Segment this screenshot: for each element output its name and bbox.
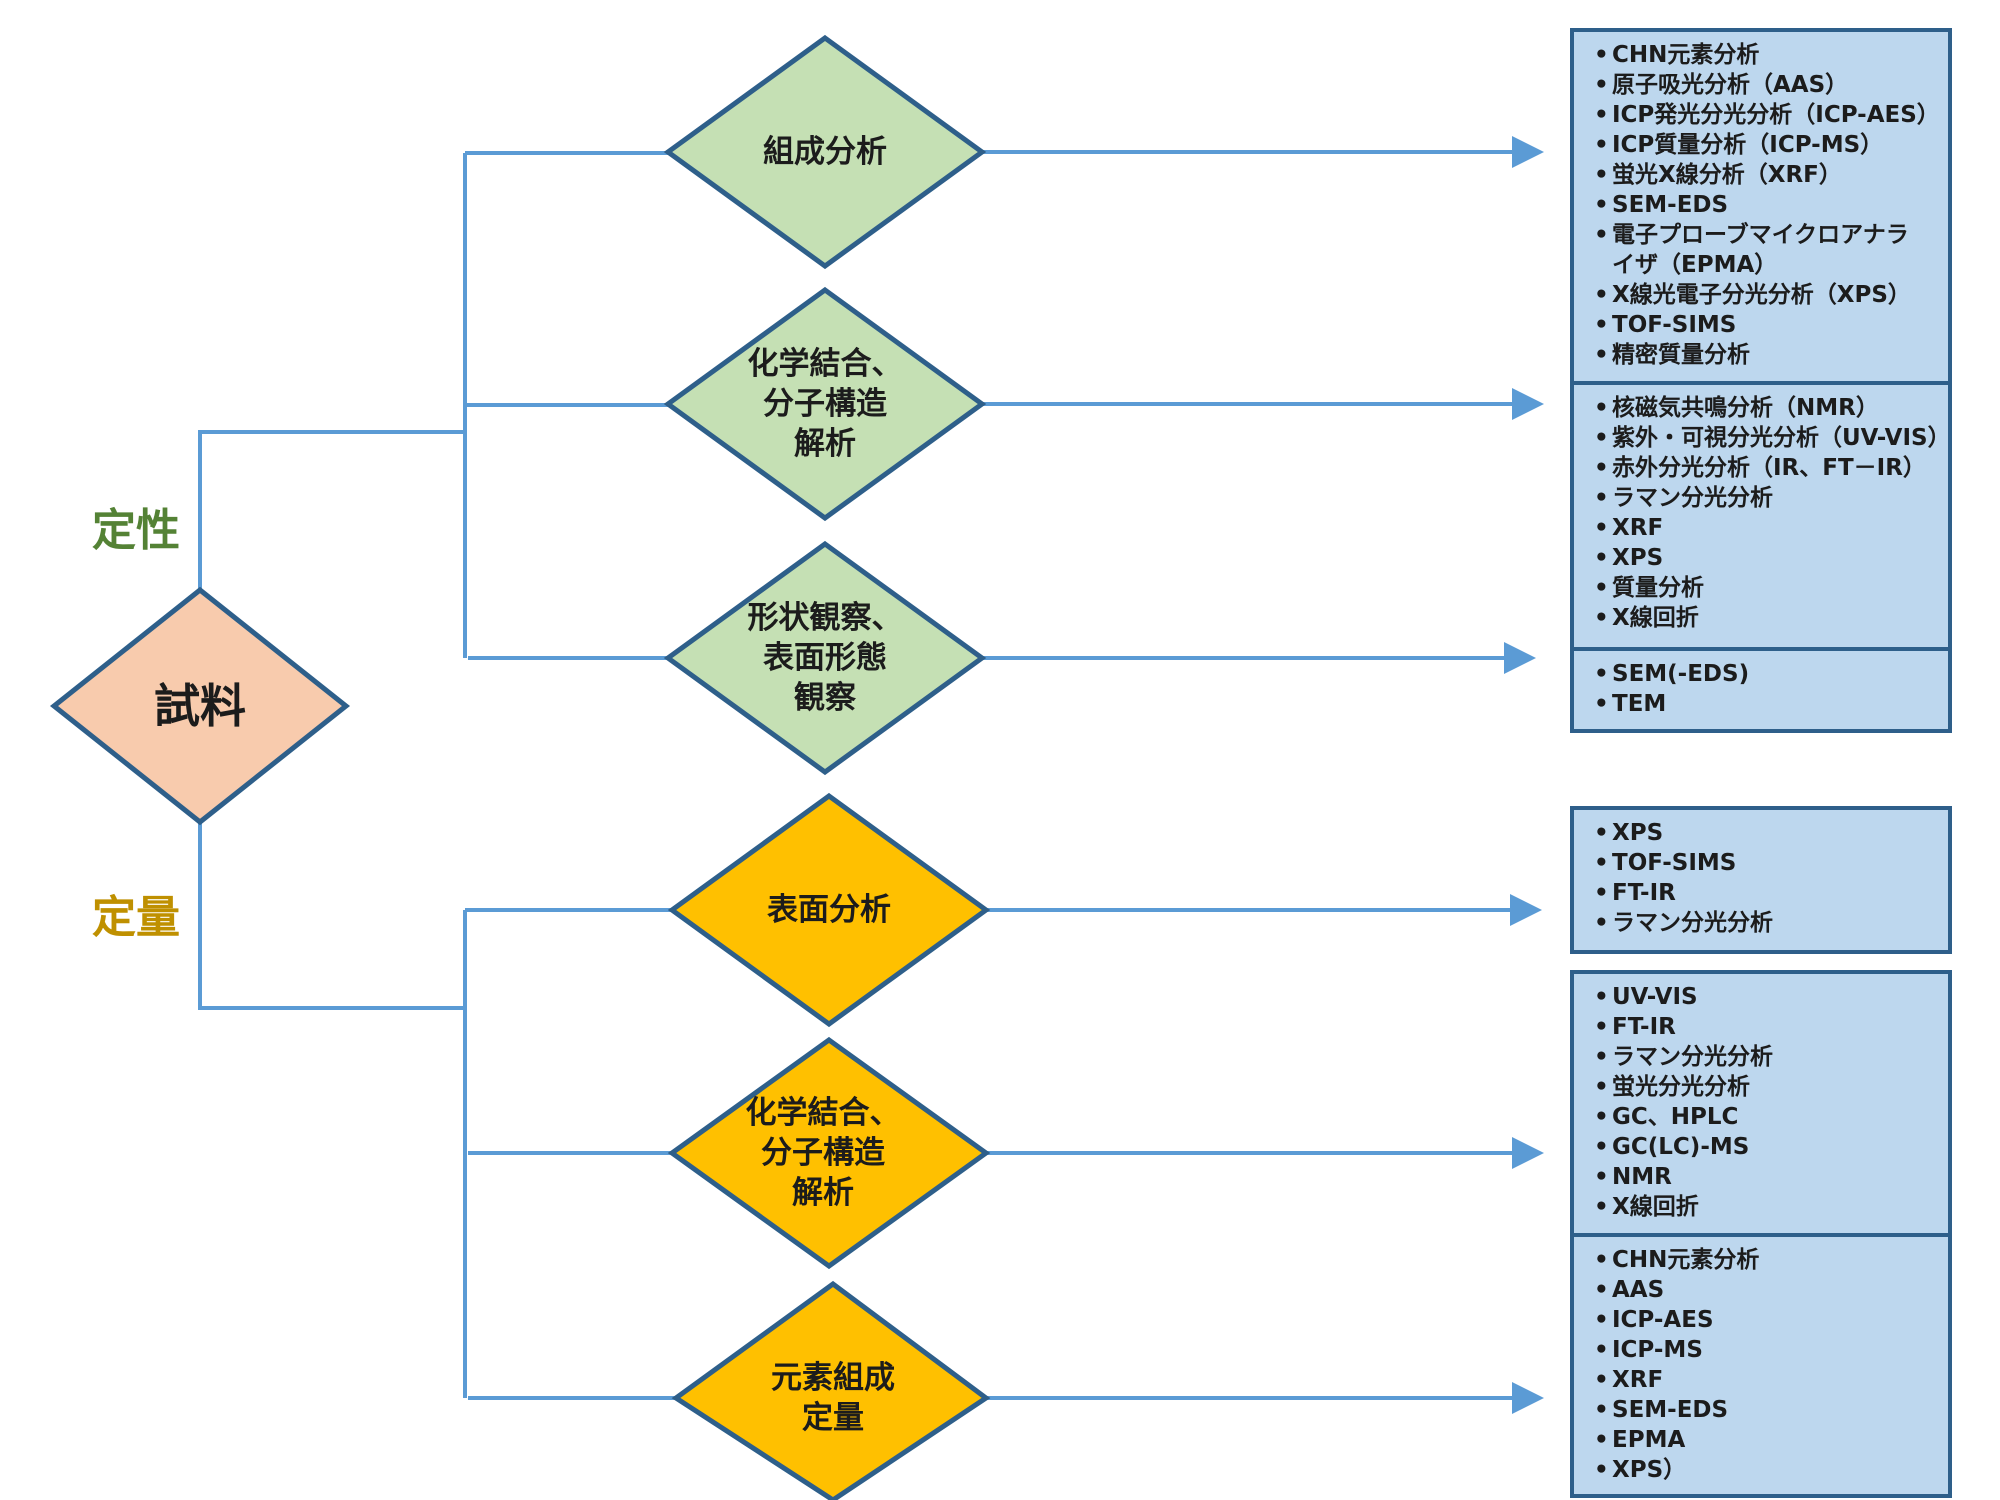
method-item: ICP-MS [1594,1335,1948,1365]
method-item: FT-IR [1594,1012,1948,1042]
method-item: 蛍光分光分析 [1594,1072,1948,1102]
composition-analysis-label: 組成分析 [763,134,887,170]
method-list: CHN元素分析 AAS ICP-AES ICP-MS XRF SEM-EDS E… [1594,1245,1948,1485]
method-item: XPS） [1594,1455,1948,1485]
method-item: ラマン分光分析 [1594,908,1948,938]
method-item: X線回折 [1594,603,1948,633]
method-item: TOF-SIMS [1594,310,1948,340]
method-list: UV-VIS FT-IR ラマン分光分析 蛍光分光分析 GC、HPLC GC(L… [1594,982,1948,1222]
composition-methods-box: CHN元素分析 原子吸光分析（AAS） ICP発光分光分析（ICP-AES） I… [1570,28,1952,385]
qualitative-label: 定性 [92,505,180,556]
method-item: 質量分析 [1594,573,1948,603]
method-item: XRF [1594,513,1948,543]
method-item: TEM [1594,689,1948,719]
quant-structure-methods-box: UV-VIS FT-IR ラマン分光分析 蛍光分光分析 GC、HPLC GC(L… [1570,970,1952,1237]
surface-analysis-diamond [667,792,991,1028]
method-item: SEM-EDS [1594,190,1948,220]
method-item: AAS [1594,1275,1948,1305]
method-item: ICP発光分光分析（ICP-AES） [1594,100,1948,130]
method-item: FT-IR [1594,878,1948,908]
elemental-composition-label: 元素組成 定量 [771,1360,895,1436]
composition-analysis-diamond [663,34,987,270]
method-item: X線光電子分光分析（XPS） [1594,280,1948,310]
method-item: X線回折 [1594,1192,1948,1222]
method-item: XPS [1594,818,1948,848]
surface-methods-box: XPS TOF-SIMS FT-IR ラマン分光分析 [1570,806,1952,954]
method-list: SEM(-EDS) TEM [1594,659,1948,719]
method-item: 電子プローブマイクロアナラ [1594,220,1948,250]
elemental-methods-box: CHN元素分析 AAS ICP-AES ICP-MS XRF SEM-EDS E… [1570,1233,1952,1498]
surface-analysis-label: 表面分析 [767,892,891,928]
method-item-continuation: イザ（EPMA） [1612,252,1778,278]
method-list: CHN元素分析 原子吸光分析（AAS） ICP発光分光分析（ICP-AES） I… [1594,40,1948,370]
method-item: 精密質量分析 [1594,340,1948,370]
method-item: XPS [1594,543,1948,573]
method-item: XRF [1594,1365,1948,1395]
root-label: 試料 [154,679,246,733]
method-item: UV-VIS [1594,982,1948,1012]
method-item: SEM(-EDS) [1594,659,1948,689]
method-item: CHN元素分析 [1594,40,1948,70]
method-item: ICP質量分析（ICP-MS） [1594,130,1948,160]
method-item: 赤外分光分析（IR、FT－IR） [1594,453,1948,483]
quant-bonding-structure-label: 化学結合、 分子構造 解析 [745,1095,901,1211]
method-item: ラマン分光分析 [1594,1042,1948,1072]
method-item: GC、HPLC [1594,1102,1948,1132]
method-item: 紫外・可視分光分析（UV-VIS） [1594,423,1951,453]
root-diamond [49,586,351,826]
method-item: GC(LC)-MS [1594,1132,1948,1162]
quant-bonding-structure-diamond [667,1036,991,1270]
method-item: 核磁気共鳴分析（NMR） [1594,393,1948,423]
quantitative-label: 定量 [92,892,180,943]
method-item: ラマン分光分析 [1594,483,1948,513]
method-item: SEM-EDS [1594,1395,1948,1425]
morphology-methods-box: SEM(-EDS) TEM [1570,647,1952,733]
method-item: 蛍光X線分析（XRF） [1594,160,1948,190]
method-item: TOF-SIMS [1594,848,1948,878]
method-item: CHN元素分析 [1594,1245,1948,1275]
method-item: EPMA [1594,1425,1948,1455]
method-list: XPS TOF-SIMS FT-IR ラマン分光分析 [1594,818,1948,938]
elemental-composition-diamond [671,1280,991,1500]
method-item: ICP-AES [1594,1305,1948,1335]
method-list: 核磁気共鳴分析（NMR） 紫外・可視分光分析（UV-VIS） 赤外分光分析（IR… [1594,393,1951,633]
morphology-diamond [663,540,987,776]
connector-line [198,430,465,590]
connector-line [198,822,465,1010]
structure-methods-box: 核磁気共鳴分析（NMR） 紫外・可視分光分析（UV-VIS） 赤外分光分析（IR… [1570,381,1952,651]
bonding-structure-diamond [663,286,987,522]
bonding-structure-label: 化学結合、 分子構造 解析 [747,346,903,462]
morphology-label: 形状観察、 表面形態 観察 [747,600,903,716]
method-item: 原子吸光分析（AAS） [1594,70,1948,100]
method-item: NMR [1594,1162,1948,1192]
